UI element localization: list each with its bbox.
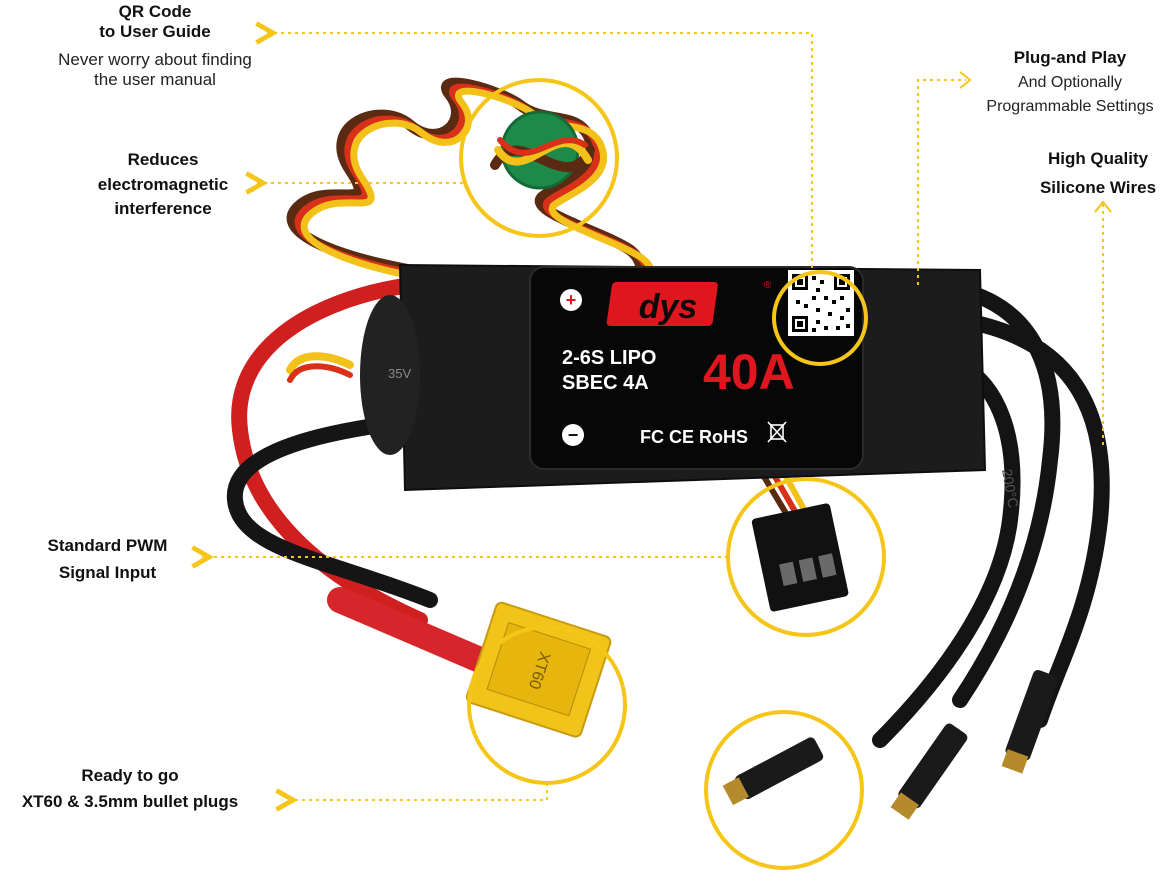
leader-lines xyxy=(202,33,1104,800)
highlight-ferrite xyxy=(459,78,619,238)
plus-symbol: + xyxy=(566,290,577,310)
brand-logo: dys xyxy=(639,288,698,326)
callout-plugs: Ready to go XT60 & 3.5mm bullet plugs xyxy=(0,763,260,814)
bullet-plug-2 xyxy=(890,723,968,820)
callout-qr-desc-1: Never worry about finding xyxy=(58,49,252,69)
xt60-connector: XT60 xyxy=(465,601,612,738)
motor-wires xyxy=(872,282,1110,748)
leader-plug xyxy=(917,79,966,285)
bullet-plugs xyxy=(722,669,1058,820)
arrow-wires-icon xyxy=(1094,200,1112,213)
callout-wires-2: Silicone Wires xyxy=(1039,177,1157,197)
leader-plugs xyxy=(286,783,548,800)
callout-qr-title-2: to User Guide xyxy=(99,22,211,42)
signal-wire-twist xyxy=(286,77,657,383)
callout-qr-desc-2: the user manual xyxy=(94,70,216,90)
callout-pwm-2: Signal Input xyxy=(58,563,157,583)
capacitor-text: 35V xyxy=(388,366,411,381)
callout-wires-1: High Quality xyxy=(1047,149,1149,168)
wire-print: 200°C xyxy=(999,468,1022,509)
battery-leads xyxy=(226,277,493,673)
callout-pwm-1: Standard PWM xyxy=(47,536,168,555)
callout-qr-title-1: QR Code xyxy=(118,2,192,21)
callout-pwm: Standard PWM Signal Input xyxy=(25,532,190,586)
callout-wires: High Quality Silicone Wires xyxy=(1028,145,1168,203)
highlight-qr xyxy=(772,270,868,366)
brand-mark: ® xyxy=(764,280,772,291)
minus-symbol: − xyxy=(568,425,579,445)
callout-emi-2: electromagnetic xyxy=(97,174,229,194)
callout-emi: Reduces electromagnetic interference xyxy=(88,148,238,222)
current-rating: 40A xyxy=(703,344,795,400)
bec-spec: SBEC 4A xyxy=(562,372,649,394)
callout-plugs-2: XT60 & 3.5mm bullet plugs xyxy=(21,791,239,811)
callout-plugs-1: Ready to go xyxy=(81,766,179,785)
callout-qr-code: QR Code to User Guide Never worry about … xyxy=(55,2,255,91)
bullet-plug-3 xyxy=(1001,669,1058,774)
qr-code xyxy=(788,270,854,336)
callout-plug-and-play: Plug-and Play And Optionally Programmabl… xyxy=(975,48,1165,116)
callout-emi-3: interference xyxy=(114,199,212,219)
callout-emi-1: Reduces xyxy=(127,150,199,169)
callout-plug-desc-2: Programmable Settings xyxy=(986,97,1154,115)
callout-plug-title: Plug-and Play xyxy=(1013,48,1127,67)
arrow-plug-icon xyxy=(959,71,972,89)
certifications: FC CE RoHS xyxy=(640,427,748,447)
bullet-plug-1 xyxy=(722,737,824,806)
weee-bin-icon xyxy=(767,421,787,443)
esc-label: + − dys ® 2-6S LIPO SBEC 4A 40A FC CE Ro… xyxy=(529,266,864,470)
callout-plug-desc-1: And Optionally xyxy=(1017,74,1123,92)
battery-spec: 2-6S LIPO xyxy=(562,347,656,369)
highlight-bullets xyxy=(704,710,864,870)
servo-connector xyxy=(751,464,849,612)
